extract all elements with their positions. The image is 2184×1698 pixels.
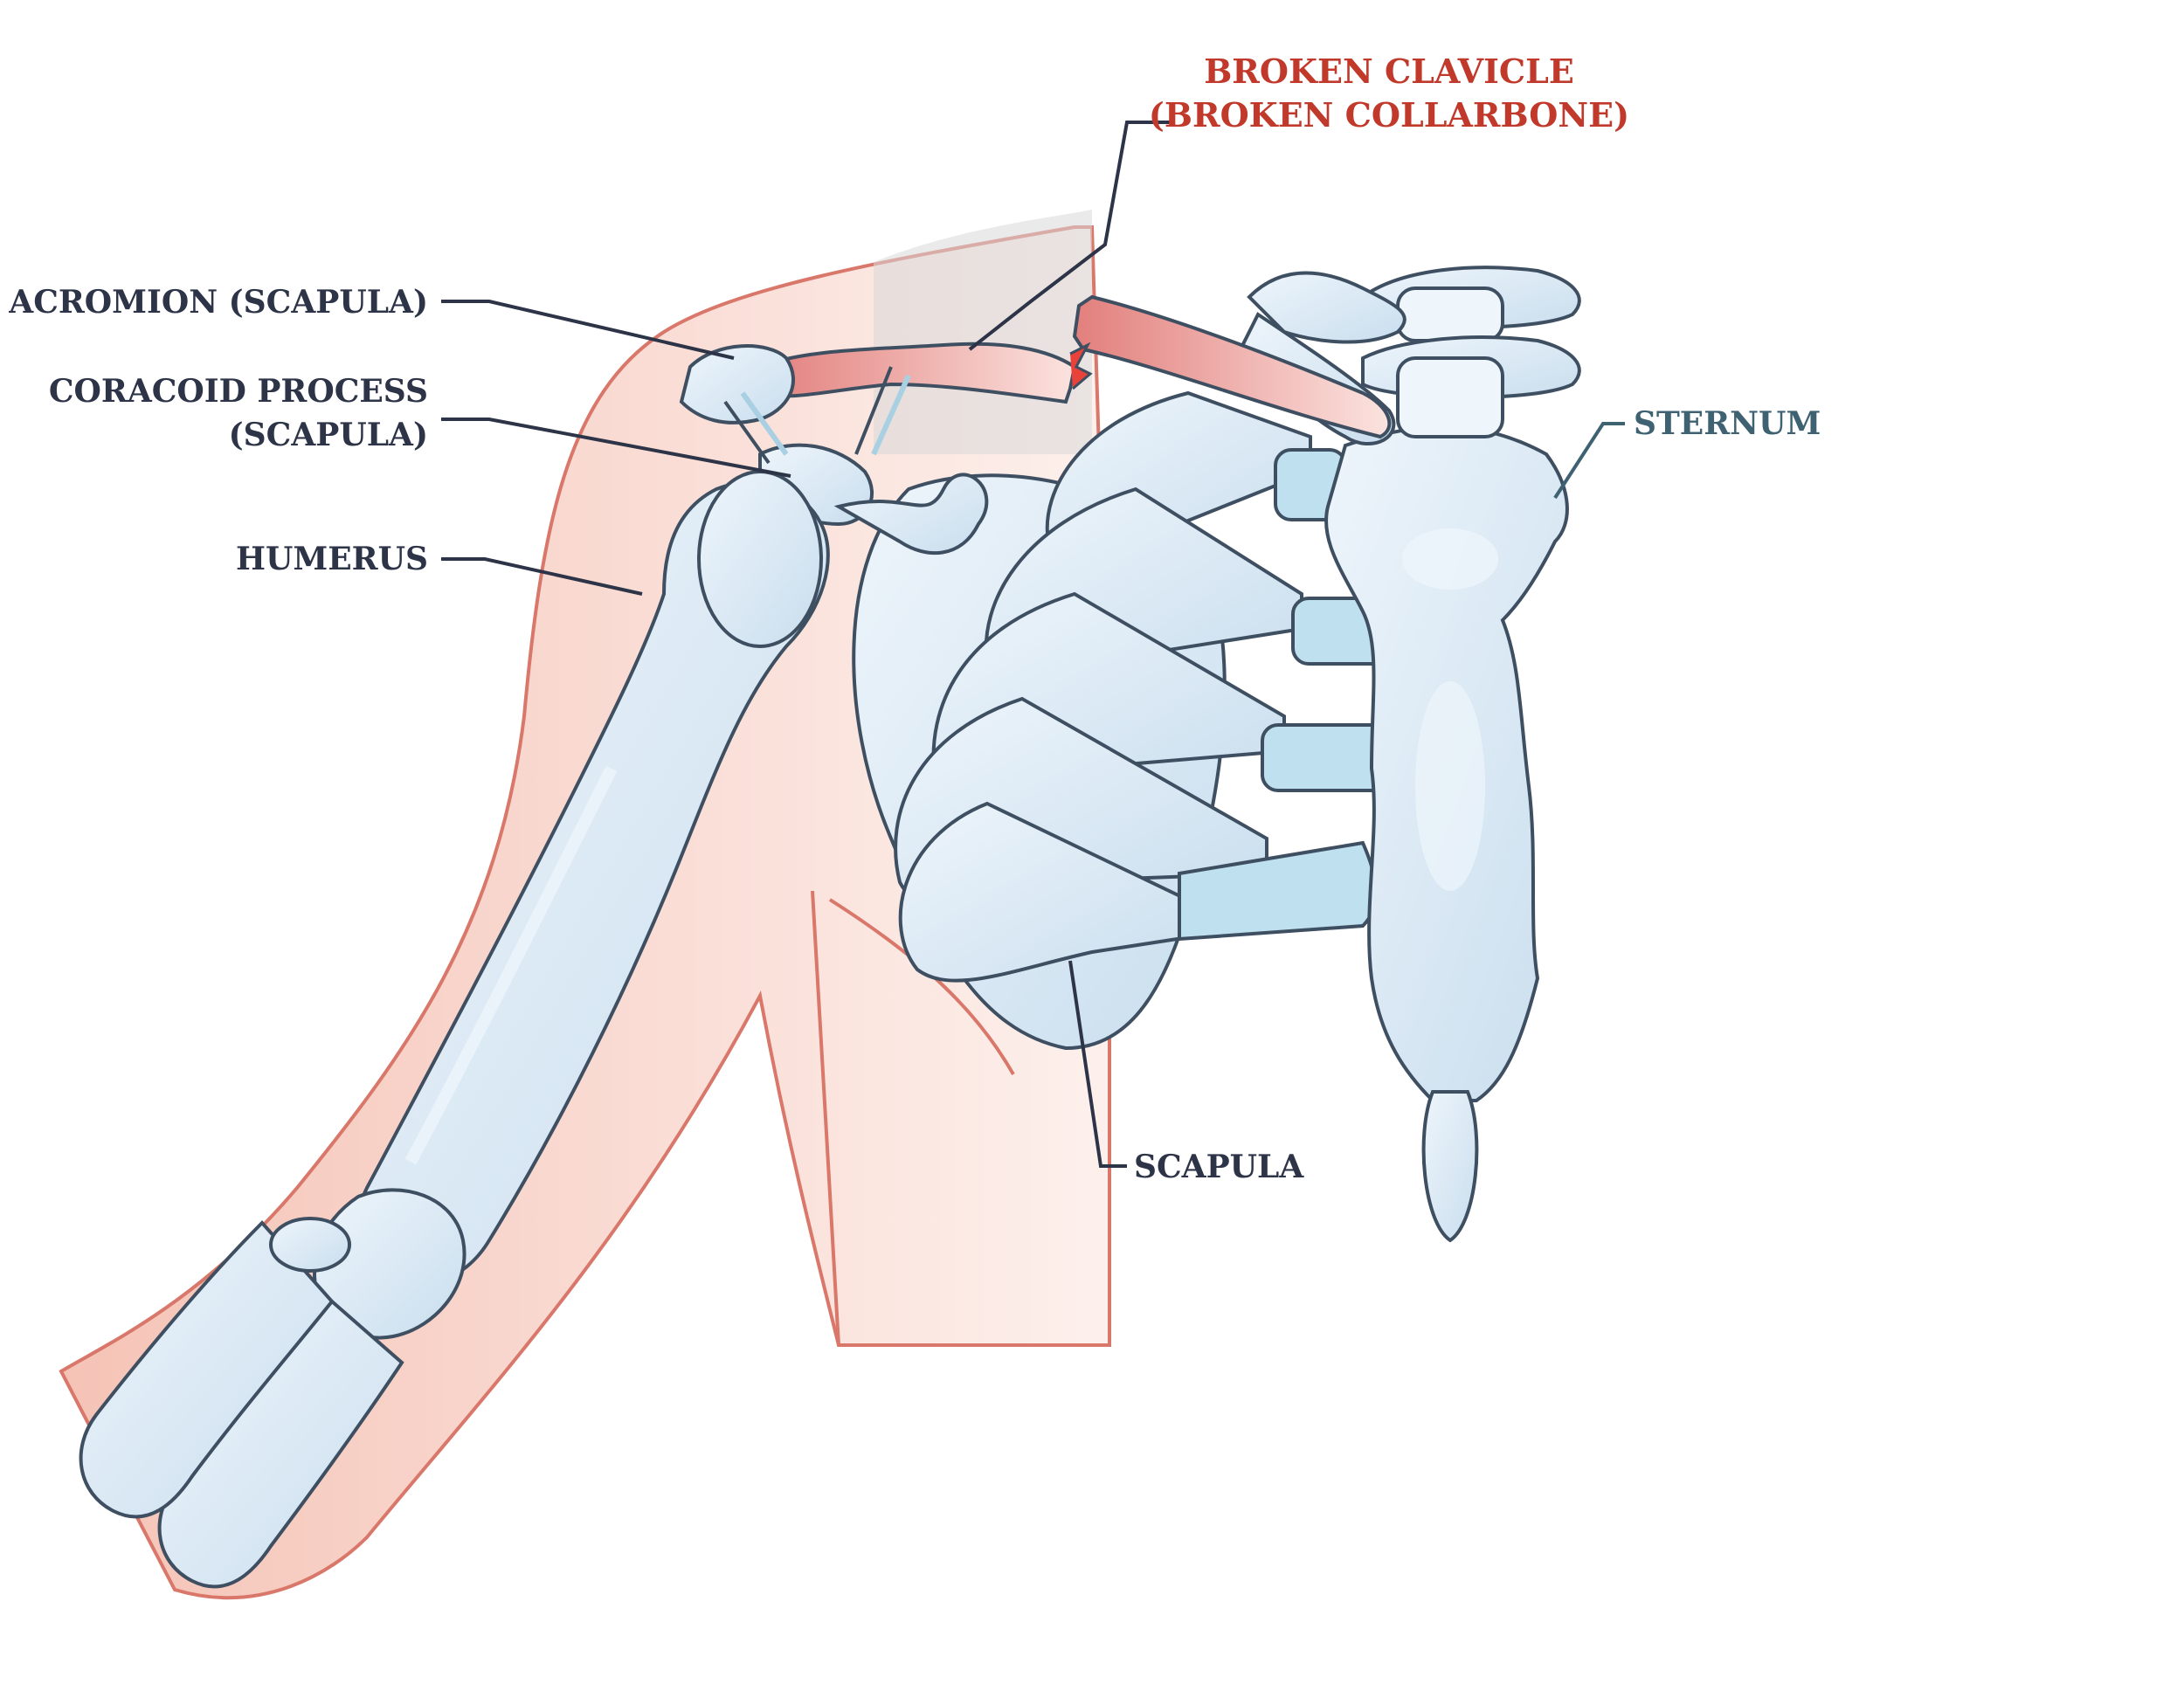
leader-broken-clavicle <box>968 121 1171 351</box>
vertebrae <box>1361 266 1581 438</box>
label-broken-clavicle-line1: BROKEN CLAVICLE <box>1204 52 1574 91</box>
rib-cage <box>894 390 1312 983</box>
leader-scapula <box>1068 960 1127 1168</box>
leader-sternum <box>1553 422 1625 500</box>
leader-humerus <box>441 557 643 596</box>
leader-coracoid <box>441 418 791 478</box>
sternum-bone <box>1324 424 1569 1243</box>
acromion-coracoid <box>679 344 989 555</box>
label-broken-clavicle-line2: (BROKEN COLLARBONE) <box>1149 95 1629 135</box>
label-coracoid-line1: CORACOID PROCESS <box>49 373 428 410</box>
label-scapula: SCAPULA <box>1134 1149 1304 1185</box>
labels: BROKEN CLAVICLE (BROKEN COLLARBONE) ACRO… <box>8 52 1821 1185</box>
broken-clavicle <box>757 294 1392 439</box>
label-humerus: HUMERUS <box>236 541 428 577</box>
leader-lines <box>441 121 1625 1168</box>
forearm-bones <box>79 1188 467 1589</box>
label-coracoid-line2: (SCAPULA) <box>229 417 428 453</box>
label-sternum: STERNUM <box>1634 405 1821 442</box>
broken-clavicle-fragment-icon <box>1069 342 1093 390</box>
leader-acromion <box>441 300 735 360</box>
label-acromion: ACROMION (SCAPULA) <box>8 284 428 321</box>
